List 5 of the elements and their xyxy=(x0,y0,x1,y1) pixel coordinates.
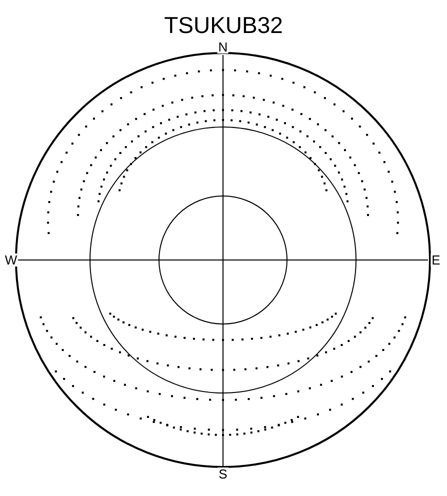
compass-label: W xyxy=(4,254,18,266)
compass-label: E xyxy=(430,254,442,266)
compass-label: S xyxy=(218,468,228,480)
chart-title: TSUKUB32 xyxy=(163,12,284,39)
compass-label: N xyxy=(217,40,229,54)
